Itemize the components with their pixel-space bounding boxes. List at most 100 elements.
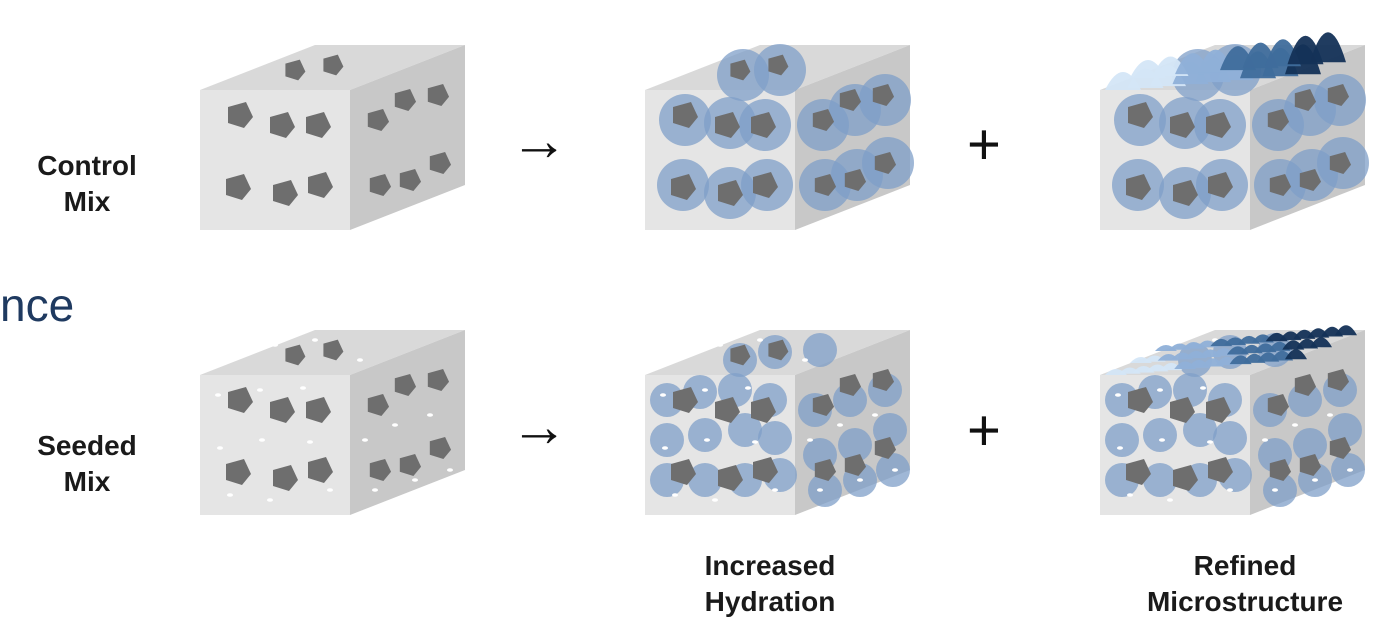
clinker-particle xyxy=(753,172,778,198)
clinker-particle xyxy=(429,151,452,175)
seed-particle xyxy=(672,493,678,497)
clinker-particle xyxy=(1170,397,1195,423)
clinker-particle xyxy=(394,373,417,397)
hydration-shell xyxy=(838,428,872,462)
cube-front-face xyxy=(200,375,350,515)
clinker-particle xyxy=(323,54,344,76)
clinker-particle xyxy=(751,112,776,138)
clinker-particle xyxy=(1267,108,1290,132)
clinker-particle xyxy=(1173,465,1198,491)
seed-particle xyxy=(1167,498,1173,502)
clinker-particle xyxy=(673,387,698,413)
seed-particle xyxy=(1262,438,1268,442)
seed-particle xyxy=(357,358,363,362)
clinker-particle xyxy=(1128,387,1153,413)
seed-particle xyxy=(392,423,398,427)
seed-particle xyxy=(772,488,778,492)
seed-particle xyxy=(300,386,306,390)
clinker-particle xyxy=(671,174,696,200)
clinker-particle xyxy=(1208,457,1233,483)
plus-icon: + xyxy=(967,398,1001,463)
hydration-shell xyxy=(718,373,752,407)
seed-particle xyxy=(662,446,668,450)
clinker-particle xyxy=(844,168,867,192)
clinker-particle xyxy=(730,59,751,81)
clinker-particle xyxy=(369,173,392,197)
clinker-particle xyxy=(874,151,897,175)
seed-particle xyxy=(362,438,368,442)
clinker-particle xyxy=(1269,458,1292,482)
clinker-particle xyxy=(812,108,835,132)
clinker-particle xyxy=(814,173,837,197)
hydration-shell xyxy=(1263,473,1297,507)
growth-peak xyxy=(1310,337,1332,348)
seed-particle xyxy=(1117,446,1123,450)
seed-particle xyxy=(1327,413,1333,417)
seed-particle xyxy=(712,498,718,502)
clinker-particle xyxy=(394,88,417,112)
seed-particle xyxy=(1227,488,1233,492)
clinker-particle xyxy=(270,112,295,138)
seed-particle xyxy=(745,386,751,390)
clinker-particle xyxy=(323,339,344,361)
hydration-shell xyxy=(873,413,907,447)
seed-particle xyxy=(412,478,418,482)
clinker-particle xyxy=(814,458,837,482)
seed-particle xyxy=(227,493,233,497)
seed-particle xyxy=(1200,386,1206,390)
seed-particle xyxy=(372,488,378,492)
hydration-shell xyxy=(1213,421,1247,455)
clinker-particle xyxy=(1299,453,1322,477)
seed-particle xyxy=(817,488,823,492)
clinker-particle xyxy=(228,387,253,413)
clinker-particle xyxy=(1294,88,1317,112)
seed-particle xyxy=(1292,423,1298,427)
clinker-particle xyxy=(872,368,895,392)
clinker-particle xyxy=(1327,368,1350,392)
seed-particle xyxy=(752,440,758,444)
seed-particle xyxy=(272,343,278,347)
seed-particle xyxy=(872,413,878,417)
hydration-shell xyxy=(1183,413,1217,447)
clinker-particle xyxy=(427,368,450,392)
clinker-particle xyxy=(812,393,835,417)
clinker-particle xyxy=(673,102,698,128)
growth-peak xyxy=(1285,349,1307,360)
seed-particle xyxy=(807,438,813,442)
growth-peak xyxy=(1335,325,1357,336)
clinker-particle xyxy=(1329,151,1352,175)
seed-particle xyxy=(704,438,710,442)
clinker-particle xyxy=(718,465,743,491)
clinker-particle xyxy=(839,373,862,397)
row-label-seeded-mix: Seeded Mix xyxy=(37,430,137,497)
clinker-particle xyxy=(306,397,331,423)
clinker-particle xyxy=(285,59,306,81)
seed-particle xyxy=(892,468,898,472)
control-mix-cube-initial xyxy=(200,45,465,230)
seed-particle xyxy=(259,438,265,442)
hydration-shell xyxy=(1105,423,1139,457)
clinker-particle xyxy=(1126,459,1151,485)
clinker-particle xyxy=(1128,102,1153,128)
clinker-particle xyxy=(872,83,895,107)
seed-particle xyxy=(312,338,318,342)
seed-particle xyxy=(307,440,313,444)
hydration-shell xyxy=(688,418,722,452)
hydration-shell xyxy=(1143,463,1177,497)
clinker-particle xyxy=(768,54,789,76)
seed-particle xyxy=(1347,468,1353,472)
seed-particle xyxy=(857,478,863,482)
column-label-refined-microstructure: Refined Microstructure xyxy=(1146,550,1344,617)
seed-particle xyxy=(217,446,223,450)
seed-particle xyxy=(267,498,273,502)
hydration-shell xyxy=(650,423,684,457)
seed-particle xyxy=(1159,438,1165,442)
seed-particle xyxy=(427,413,433,417)
clinker-particle xyxy=(1299,168,1322,192)
seed-particle xyxy=(757,338,763,342)
clinker-particle xyxy=(839,88,862,112)
clinker-particle xyxy=(1208,172,1233,198)
clinker-particle xyxy=(226,174,251,200)
clinker-particle xyxy=(715,112,740,138)
seed-particle xyxy=(837,423,843,427)
